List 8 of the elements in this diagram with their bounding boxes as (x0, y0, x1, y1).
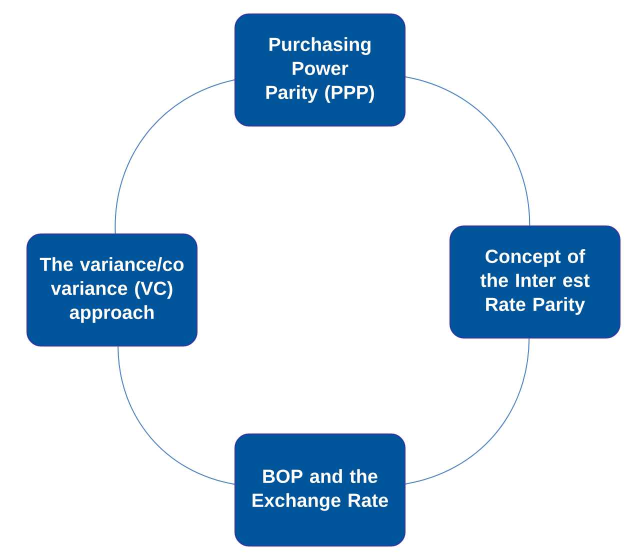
process-box: The variance/co variance (VC) approach (26, 234, 198, 346)
process-box: Purchasing Power Parity (PPP) (234, 14, 406, 126)
process-box: Concept of the Inter est Rate Parity (450, 226, 620, 338)
connector-arc (118, 346, 235, 485)
connector-arc (405, 338, 530, 484)
connector-arc (114, 79, 235, 234)
process-box: BOP and the Exchange Rate (234, 434, 406, 546)
connector-arc (405, 76, 530, 226)
